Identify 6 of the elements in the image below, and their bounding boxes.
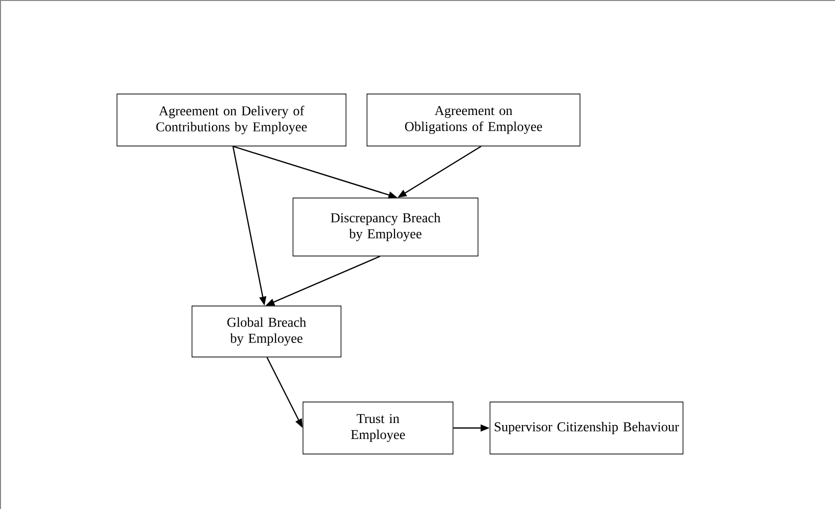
process-box: Agreement on Delivery of Contributions by Employee	[116, 94, 346, 146]
process-box: Trust in Employee	[302, 402, 454, 454]
process-box: Discrepancy Breach by Employee	[292, 198, 478, 256]
process-box: Agreement on Obligations of Employee	[366, 94, 580, 146]
process-box: Global Breach by Employee	[192, 306, 342, 358]
process-box: Supervisor Citizenship Behaviour	[490, 402, 684, 454]
